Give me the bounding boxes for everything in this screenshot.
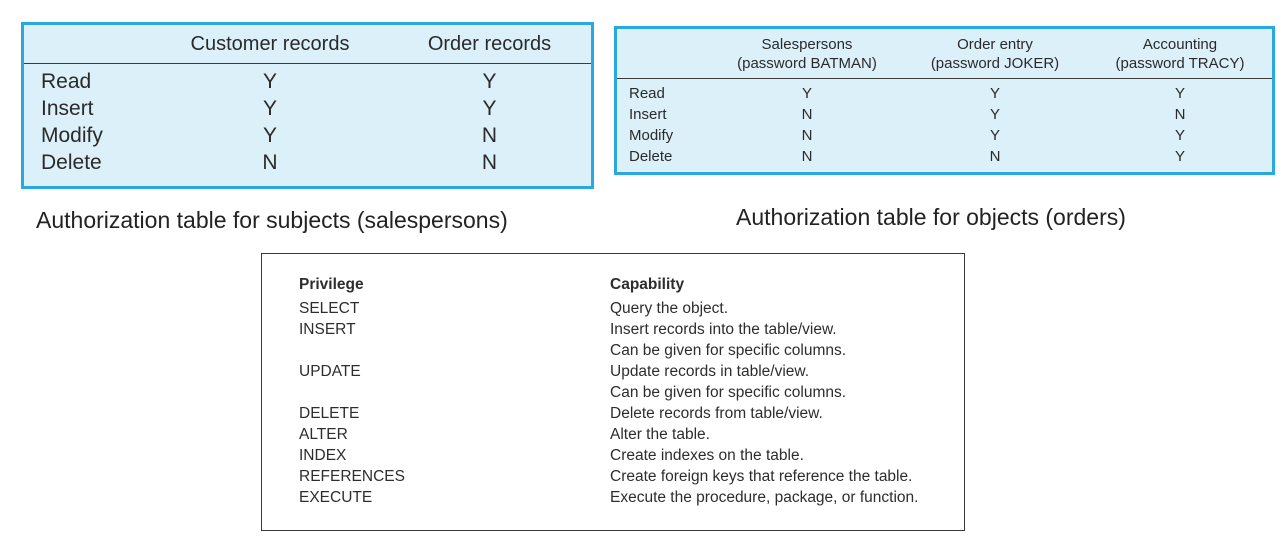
column-header-order-records: Order records xyxy=(427,32,552,55)
column-header-privilege: Privilege xyxy=(299,276,364,293)
privilege-capability: Create foreign keys that reference the t… xyxy=(610,466,918,487)
subjects-table: Customer records Order records Read Y Y … xyxy=(24,25,591,176)
row-label-delete: Delete xyxy=(629,148,673,165)
privilege-name: DELETE xyxy=(299,405,360,422)
table-row: Modify N Y Y xyxy=(617,125,1272,146)
table-row: Modify Y N xyxy=(24,122,591,149)
privilege-name: INSERT xyxy=(299,321,356,338)
subjects-header-row: Customer records Order records xyxy=(24,25,591,64)
row-label-insert: Insert xyxy=(41,96,94,120)
column-header-name: Salespersons xyxy=(761,35,853,53)
table-cell: N xyxy=(262,150,278,174)
row-label-delete: Delete xyxy=(41,150,102,174)
capability-line: Alter the table. xyxy=(610,426,710,443)
column-header-password: (password BATMAN) xyxy=(737,54,877,72)
objects-header-row: Salespersons (password BATMAN) Order ent… xyxy=(617,29,1272,79)
column-header-order-entry: Order entry (password JOKER) xyxy=(902,29,1088,79)
privilege-name: SELECT xyxy=(299,300,360,317)
column-header-accounting: Accounting (password TRACY) xyxy=(1088,29,1272,79)
table-cell: N xyxy=(801,106,813,123)
table-row: Insert N Y N xyxy=(617,104,1272,125)
subjects-authorization-table: Customer records Order records Read Y Y … xyxy=(21,22,594,189)
capability-line: Insert records into the table/view. xyxy=(610,321,837,338)
capability-line: Create foreign keys that reference the t… xyxy=(610,468,913,485)
table-row: DELETE Delete records from table/view. xyxy=(299,403,918,424)
privilege-name: INDEX xyxy=(299,447,347,464)
capability-line: Create indexes on the table. xyxy=(610,447,804,464)
objects-corner-cell xyxy=(617,29,712,79)
table-cell: Y xyxy=(482,96,497,120)
table-row: ALTER Alter the table. xyxy=(299,424,918,445)
table-cell: N xyxy=(801,148,813,165)
row-label-modify: Modify xyxy=(41,123,103,147)
subjects-table-caption: Authorization table for subjects (salesp… xyxy=(36,207,508,233)
privilege-capability: Delete records from table/view. xyxy=(610,403,918,424)
column-header-name: Accounting xyxy=(1142,35,1218,53)
table-row: INDEX Create indexes on the table. xyxy=(299,445,918,466)
table-row: EXECUTE Execute the procedure, package, … xyxy=(299,487,918,508)
table-cell: Y xyxy=(989,85,1000,102)
table-cell: Y xyxy=(262,123,277,147)
row-label-insert: Insert xyxy=(629,106,667,123)
row-label-read: Read xyxy=(629,85,665,102)
column-header-customer-records: Customer records xyxy=(190,32,350,55)
privilege-name: ALTER xyxy=(299,426,348,443)
table-cell: N xyxy=(801,127,813,144)
privilege-capability: Alter the table. xyxy=(610,424,918,445)
privilege-capability: Create indexes on the table. xyxy=(610,445,918,466)
table-row: REFERENCES Create foreign keys that refe… xyxy=(299,466,918,487)
privileges-header-row: Privilege Capability xyxy=(299,274,918,298)
table-cell: Y xyxy=(482,69,497,93)
privilege-capability: Insert records into the table/view. Can … xyxy=(610,319,918,361)
table-row: Delete N N xyxy=(24,149,591,176)
privilege-name: REFERENCES xyxy=(299,468,405,485)
table-row: Insert Y Y xyxy=(24,95,591,122)
subjects-corner-cell xyxy=(24,25,152,64)
capability-line: Update records in table/view. xyxy=(610,363,810,380)
table-row: Read Y Y Y xyxy=(617,79,1272,105)
capability-line: Can be given for specific columns. xyxy=(610,384,847,401)
capability-line: Execute the procedure, package, or funct… xyxy=(610,489,919,506)
table-cell: N xyxy=(1174,106,1186,123)
objects-table: Salespersons (password BATMAN) Order ent… xyxy=(617,29,1272,167)
table-cell: Y xyxy=(262,96,277,120)
privilege-capability: Execute the procedure, package, or funct… xyxy=(610,487,918,508)
privileges-table-box: Privilege Capability SELECT Query the ob… xyxy=(261,253,965,531)
capability-line: Can be given for specific columns. xyxy=(610,342,847,359)
table-cell: Y xyxy=(1174,127,1185,144)
table-cell: N xyxy=(989,148,1001,165)
capability-line: Query the object. xyxy=(610,300,729,317)
table-row: Read Y Y xyxy=(24,64,591,96)
privileges-table: Privilege Capability SELECT Query the ob… xyxy=(299,274,918,508)
row-label-modify: Modify xyxy=(629,127,674,144)
table-cell: Y xyxy=(262,69,277,93)
privilege-name: EXECUTE xyxy=(299,489,373,506)
table-cell: Y xyxy=(1174,148,1185,165)
table-row: INSERT Insert records into the table/vie… xyxy=(299,319,918,361)
column-header-name: Order entry xyxy=(957,35,1033,53)
table-row: UPDATE Update records in table/view. Can… xyxy=(299,361,918,403)
table-cell: Y xyxy=(1174,85,1185,102)
column-header-capability: Capability xyxy=(610,276,685,293)
table-row: Delete N N Y xyxy=(617,146,1272,167)
column-header-password: (password JOKER) xyxy=(930,54,1060,72)
table-row: SELECT Query the object. xyxy=(299,298,918,319)
privilege-capability: Update records in table/view. Can be giv… xyxy=(610,361,918,403)
privilege-capability: Query the object. xyxy=(610,298,918,319)
table-cell: Y xyxy=(989,106,1000,123)
table-cell: N xyxy=(481,150,498,174)
table-cell: Y xyxy=(989,127,1000,144)
row-label-read: Read xyxy=(41,69,92,93)
column-header-salespersons: Salespersons (password BATMAN) xyxy=(712,29,902,79)
table-cell: Y xyxy=(801,85,812,102)
table-cell: N xyxy=(481,123,498,147)
capability-line: Delete records from table/view. xyxy=(610,405,823,422)
objects-table-caption: Authorization table for objects (orders) xyxy=(736,204,1126,230)
column-header-password: (password TRACY) xyxy=(1115,54,1245,72)
objects-authorization-table: Salespersons (password BATMAN) Order ent… xyxy=(614,26,1275,175)
privilege-name: UPDATE xyxy=(299,363,361,380)
